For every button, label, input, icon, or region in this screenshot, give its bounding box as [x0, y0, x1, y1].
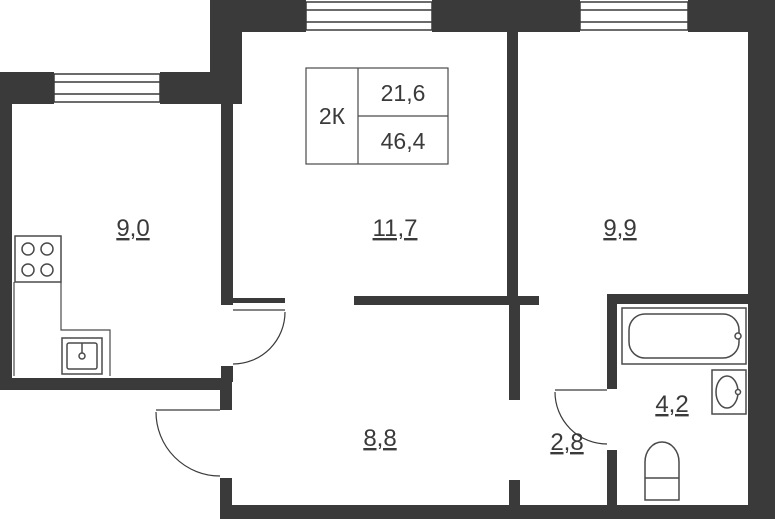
- room-labels: 9,0 11,7 9,9 8,8 2,8 4,2: [116, 215, 688, 456]
- living-area: 21,6: [381, 80, 426, 106]
- counter-outline: [13, 282, 111, 376]
- wall-bath-left: [607, 294, 617, 389]
- total-area: 46,4: [381, 128, 426, 154]
- toilet-icon: [644, 441, 680, 501]
- window-bedroom: [579, 1, 689, 31]
- wall-kitchen-bottom: [0, 378, 232, 390]
- wall-hall-left-upper: [220, 378, 232, 410]
- wall-bath-left-lower: [607, 450, 617, 510]
- room-area-bathroom: 4,2: [655, 391, 688, 418]
- wall-right: [748, 0, 775, 519]
- window-living: [305, 1, 433, 31]
- wall-bedroom-stub: [507, 296, 539, 305]
- wall-living-bedroom: [507, 32, 518, 304]
- wall-living-hall: [354, 296, 520, 305]
- door-kitchen: [232, 309, 286, 365]
- door-bathroom: [554, 389, 608, 445]
- room-area-living-room: 11,7: [373, 215, 418, 242]
- wall-bath-top: [607, 294, 750, 304]
- door-entrance: [155, 409, 221, 477]
- room-area-bedroom: 9,9: [603, 215, 636, 242]
- wall-top-left-vertical: [210, 0, 242, 104]
- wall-bottom: [220, 505, 775, 519]
- wall-top-middle: [432, 0, 580, 32]
- stove-icon: [14, 235, 62, 283]
- doors: [155, 309, 608, 477]
- wall-corridor-hall-lower: [509, 480, 520, 508]
- wall-kitchen-living-lower: [221, 366, 233, 382]
- washbasin-icon: [711, 369, 747, 415]
- wall-hall-left-lower: [220, 478, 232, 508]
- wall-corridor-hall: [509, 305, 520, 400]
- wall-kitchen-living: [221, 100, 233, 305]
- apartment-type: 2К: [319, 103, 346, 129]
- interior-walls: [221, 32, 750, 510]
- room-area-kitchen: 9,0: [116, 215, 149, 242]
- wall-door-stub-living: [233, 298, 285, 303]
- wall-kitchen-left: [0, 72, 12, 390]
- windows: [53, 1, 689, 103]
- sink-icon: [61, 337, 103, 375]
- room-area-hallway: 8,8: [363, 425, 396, 452]
- bathtub-icon: [621, 307, 747, 365]
- apartment-info-box: 2К 21,6 46,4: [305, 67, 449, 165]
- room-area-corridor: 2,8: [550, 429, 583, 456]
- window-kitchen: [53, 73, 161, 103]
